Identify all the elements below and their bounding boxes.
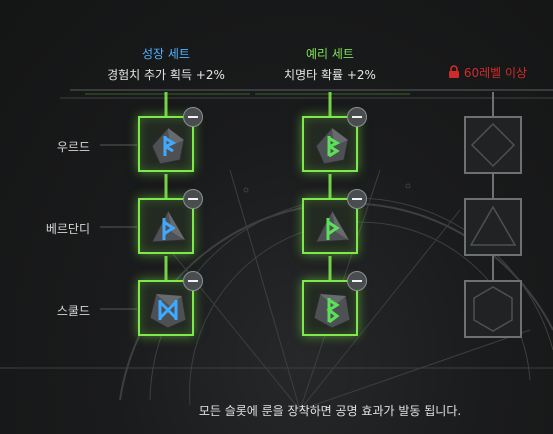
remove-rune-button[interactable] (183, 107, 203, 127)
growth-set-header: 성장 세트 경험치 추가 획득 +2% (81, 46, 251, 83)
green-rune-stone-icon (313, 293, 351, 329)
row-label-skuld: 스쿨드 (56, 304, 90, 318)
locked-level-label: 60레벨 이상 (463, 66, 528, 80)
locked-slot-urd[interactable] (464, 116, 522, 174)
remove-rune-button[interactable] (183, 271, 203, 291)
rune-slot-sharp-skuld[interactable] (302, 271, 367, 336)
rune-slot-growth-urd[interactable] (138, 107, 203, 172)
triangle-outline-icon (469, 205, 517, 246)
blue-rune-stone-icon (151, 127, 185, 165)
hexagon-outline-icon (473, 286, 513, 332)
set-bonus: 경험치 추가 획득 +2% (107, 68, 225, 82)
remove-rune-button[interactable] (347, 107, 367, 127)
locked-slot-skuld[interactable] (464, 280, 522, 338)
remove-rune-button[interactable] (347, 189, 367, 209)
blue-rune-stone-icon (149, 293, 187, 329)
rune-slot-growth-skuld[interactable] (138, 271, 203, 336)
sharp-set-header: 예리 세트 치명타 확률 +2% (245, 46, 415, 83)
set-name: 예리 세트 (306, 47, 354, 61)
blue-rune-stone-icon (151, 209, 186, 243)
locked-column-header: 60레벨 이상 (448, 64, 527, 81)
diamond-outline-icon (470, 122, 516, 168)
set-bonus: 치명타 확률 +2% (284, 68, 376, 82)
green-rune-stone-icon (315, 127, 349, 165)
remove-rune-button[interactable] (347, 271, 367, 291)
rune-slot-sharp-verdandi[interactable] (302, 189, 367, 254)
remove-rune-button[interactable] (183, 189, 203, 209)
rune-slot-growth-verdandi[interactable] (138, 189, 203, 254)
set-name: 성장 세트 (142, 47, 190, 61)
lock-icon (449, 65, 459, 78)
locked-slot-verdandi[interactable] (464, 198, 522, 256)
green-rune-stone-icon (315, 209, 350, 243)
row-label-verdandi: 베르단디 (45, 222, 90, 236)
row-label-urd: 우르드 (56, 140, 90, 154)
rune-slot-sharp-urd[interactable] (302, 107, 367, 172)
resonance-info-text: 모든 슬롯에 룬을 장착하면 공명 효과가 발동 됩니다. (198, 404, 462, 418)
